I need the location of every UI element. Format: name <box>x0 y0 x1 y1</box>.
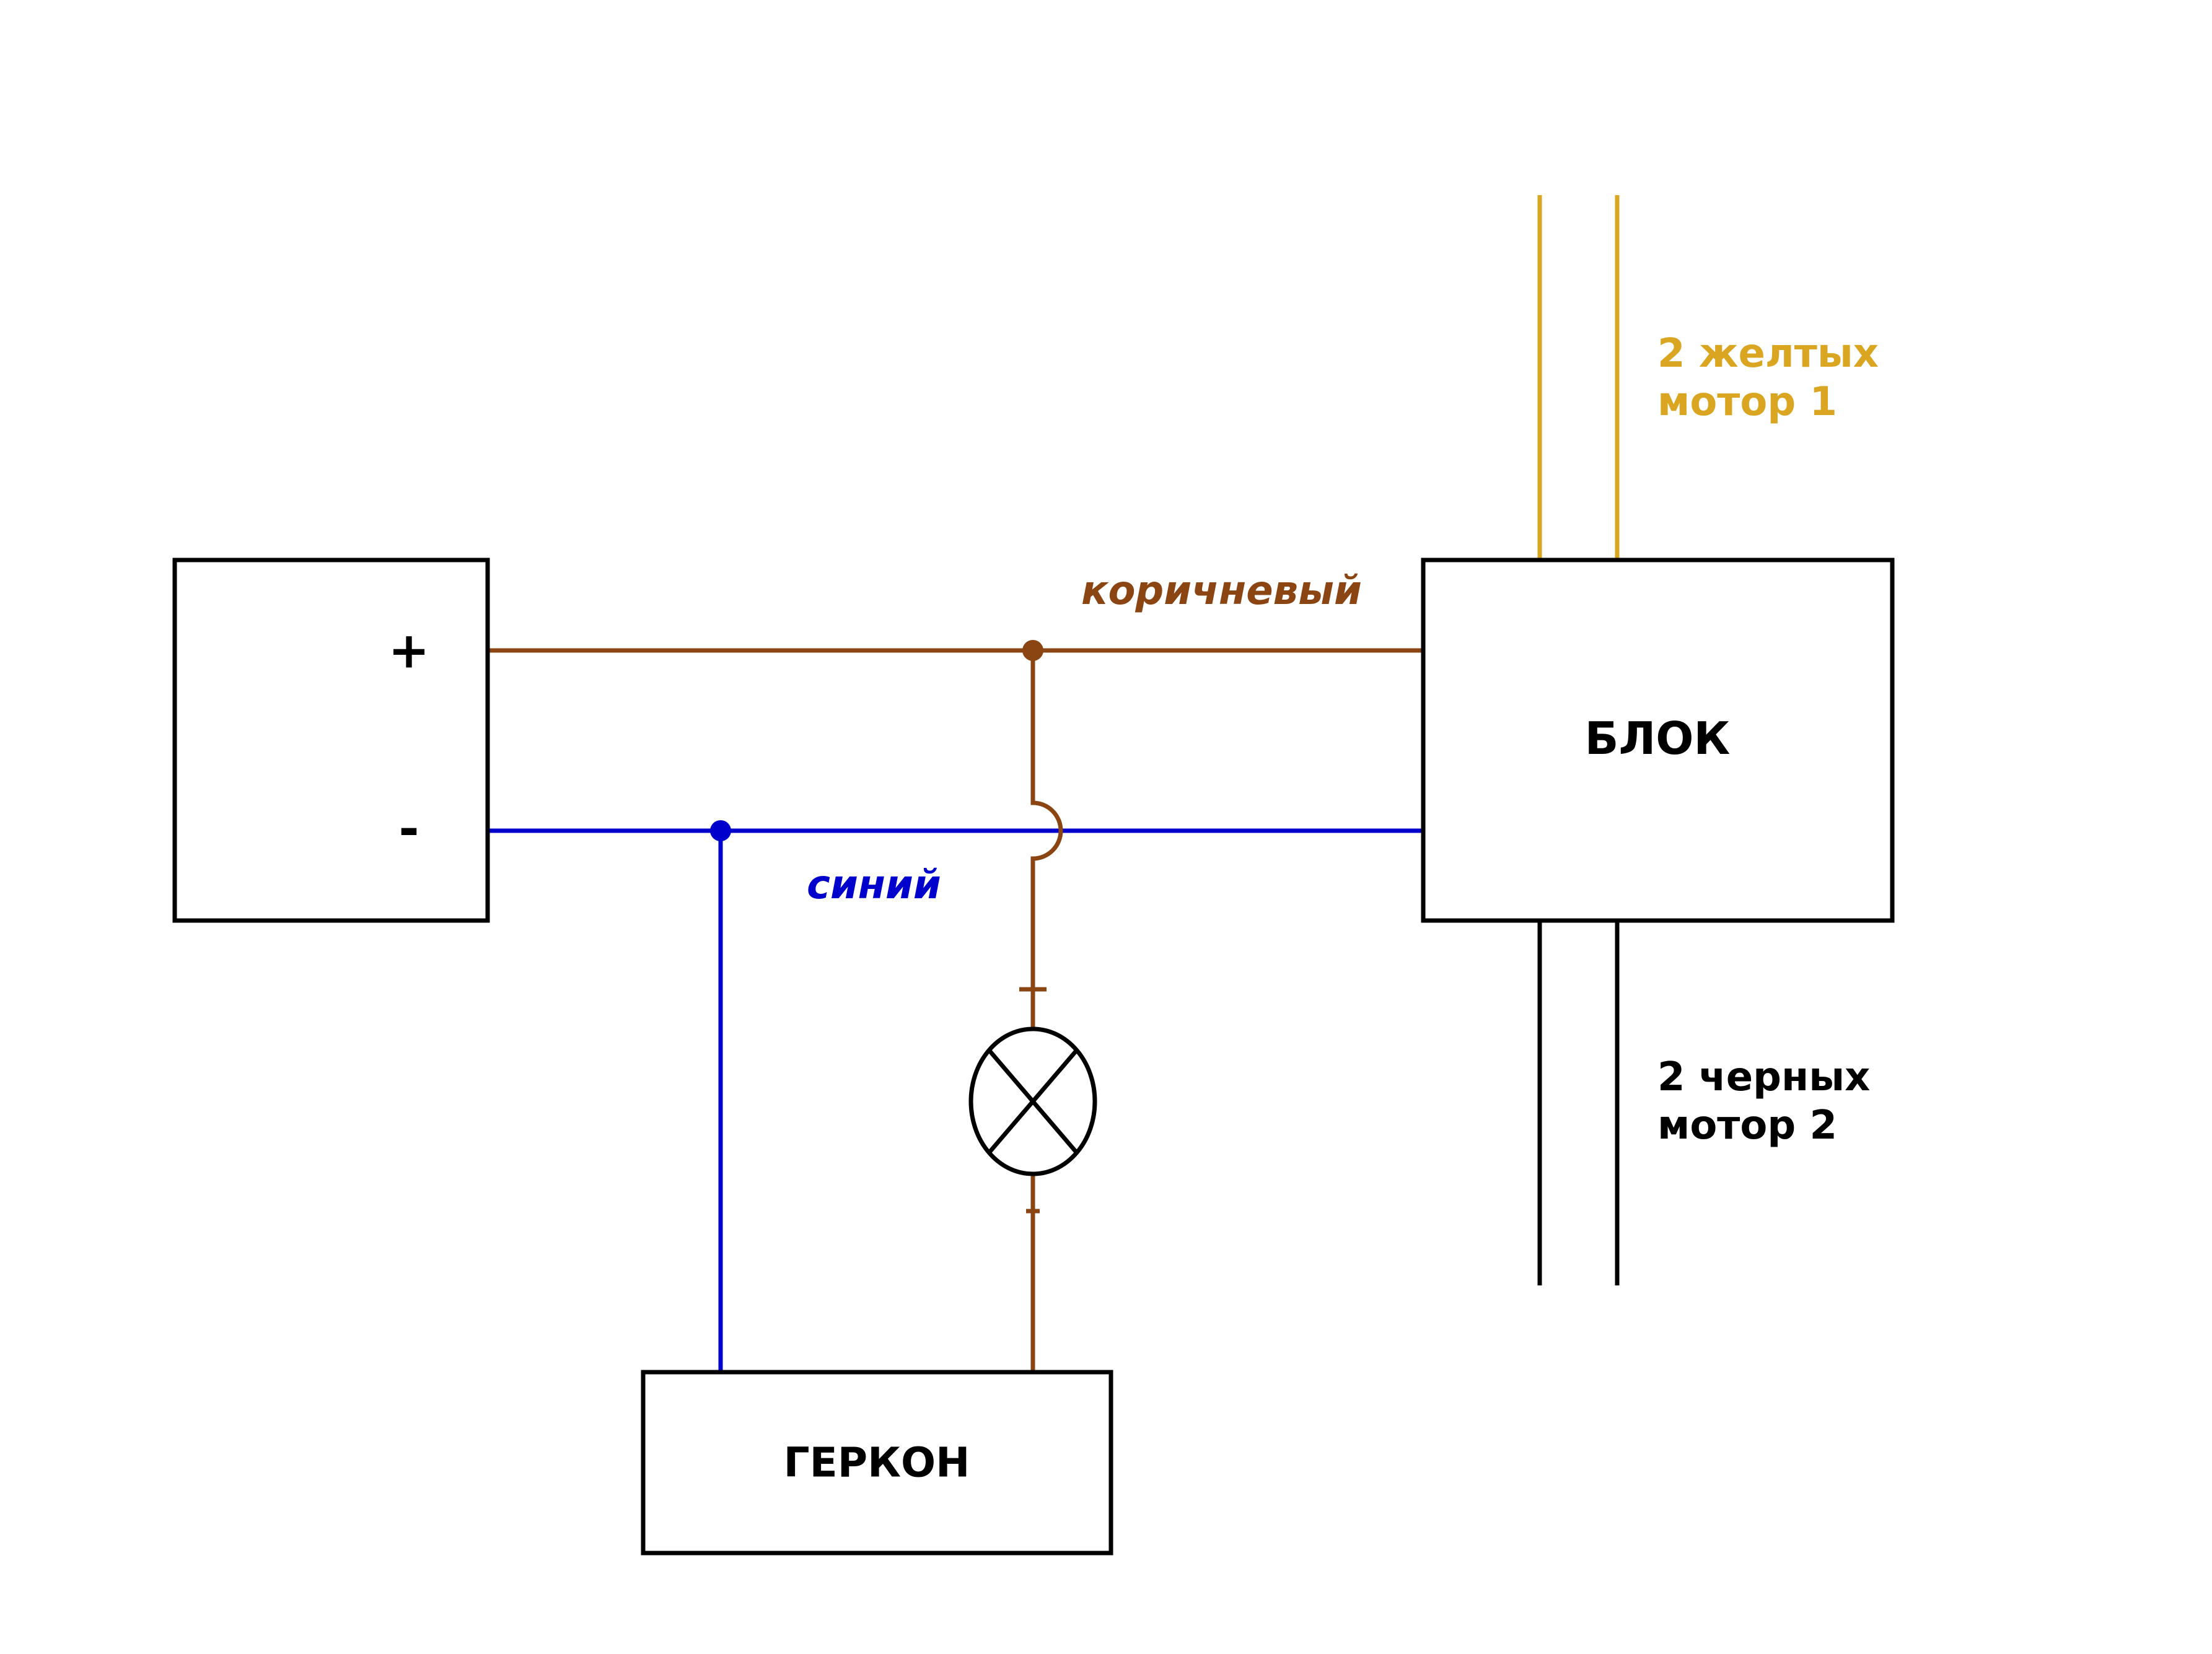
brown-wire-label: коричневый <box>1081 568 1362 614</box>
brown-junction-dot <box>1022 640 1043 661</box>
motor1-label-line1: 2 желтых <box>1657 331 1879 377</box>
motor2-label-line2: мотор 2 <box>1657 1103 1837 1149</box>
lamp-icon <box>968 1026 1097 1176</box>
power-plus-label: + <box>388 622 429 680</box>
blue-wire-label: синий <box>807 862 941 908</box>
reed-switch-box <box>641 1370 1113 1556</box>
blue-junction-dot <box>710 820 731 841</box>
brown-wire-to-lamp <box>1030 650 1063 1028</box>
reed-switch-label: ГЕРКОН <box>784 1439 970 1487</box>
power-supply-box <box>172 558 490 923</box>
motor1-label-line2: мотор 1 <box>1657 379 1837 425</box>
motor2-label-line1: 2 черных <box>1657 1054 1870 1100</box>
block-box <box>1421 558 1895 923</box>
power-minus-label: - <box>398 800 419 858</box>
block-label: БЛОК <box>1585 712 1731 764</box>
